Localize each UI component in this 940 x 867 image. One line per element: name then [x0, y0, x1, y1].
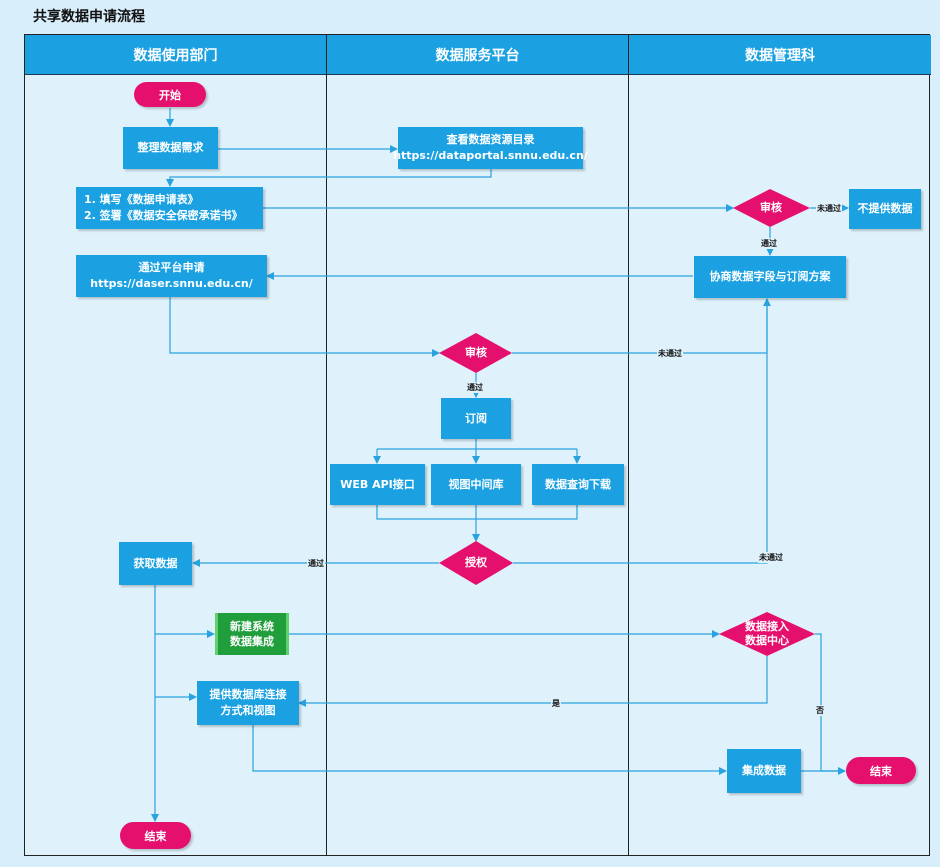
page-title: 共享数据申请流程 — [33, 9, 145, 25]
provide-db-line2: 方式和视图 — [220, 704, 276, 717]
access-diamond — [719, 612, 815, 656]
edge-label-review2-not-passed: 未通过 — [657, 348, 683, 359]
new-system-line2: 数据集成 — [230, 635, 274, 648]
catalog-url: https://dataportal.snnu.edu.cn/ — [393, 149, 588, 162]
start-terminal: 开始 — [134, 82, 206, 107]
platform-apply-box: 通过平台申请 https://daser.snnu.edu.cn/ — [76, 255, 267, 297]
get-data-box: 获取数据 — [119, 542, 192, 585]
lane-header-user-dept: 数据使用部门 — [25, 35, 327, 75]
end-terminal-right: 结束 — [846, 757, 916, 784]
edge-label-review1-passed: 通过 — [760, 238, 778, 249]
integrate-data-box: 集成数据 — [727, 749, 801, 793]
edge-label-authorize-passed: 通过 — [307, 558, 325, 569]
organize-requirements-box: 整理数据需求 — [123, 127, 218, 169]
review1-diamond — [733, 189, 810, 227]
lane-divider-2 — [628, 35, 629, 855]
fill-form-line2: 2. 签署《数据安全保密承诺书》 — [84, 209, 243, 222]
edge-label-review2-passed: 通过 — [466, 382, 484, 393]
edge-label-authorize-not-passed: 未通过 — [758, 552, 784, 563]
edge-label-access-no: 否 — [815, 705, 825, 716]
new-system-integration-box: 新建系统 数据集成 — [215, 613, 289, 655]
no-provide-box: 不提供数据 — [849, 189, 921, 229]
authorize-diamond — [439, 541, 513, 585]
lane-header-service-platform: 数据服务平台 — [327, 35, 629, 75]
lane-header-data-mgmt: 数据管理科 — [629, 35, 931, 75]
connector-lines — [151, 108, 849, 822]
review2-diamond — [439, 333, 512, 373]
subscribe-box: 订阅 — [441, 398, 511, 439]
end-terminal-left: 结束 — [120, 822, 191, 849]
platform-apply-line1: 通过平台申请 — [138, 261, 205, 275]
lane-divider-1 — [326, 35, 327, 855]
catalog-line1: 查看数据资源目录 — [446, 133, 535, 147]
flowchart: 数据使用部门 数据服务平台 数据管理科 — [24, 34, 931, 856]
edge-label-review1-not-passed: 未通过 — [816, 203, 842, 214]
view-db-box: 视图中间库 — [431, 464, 521, 505]
negotiate-box: 协商数据字段与订阅方案 — [694, 256, 846, 298]
new-system-line1: 新建系统 — [230, 619, 274, 633]
fill-form-box: 1. 填写《数据申请表》 2. 签署《数据安全保密承诺书》 — [76, 187, 263, 229]
edge-label-access-yes: 是 — [551, 698, 561, 709]
provide-db-connection-box: 提供数据库连接 方式和视图 — [197, 681, 299, 725]
fill-form-line1: 1. 填写《数据申请表》 — [84, 193, 199, 207]
catalog-box: 查看数据资源目录 https://dataportal.snnu.edu.cn/ — [393, 127, 588, 169]
platform-apply-url: https://daser.snnu.edu.cn/ — [90, 277, 253, 290]
data-query-download-box: 数据查询下载 — [532, 464, 624, 505]
web-api-box: WEB API接口 — [330, 464, 425, 505]
provide-db-line1: 提供数据库连接 — [209, 688, 287, 702]
